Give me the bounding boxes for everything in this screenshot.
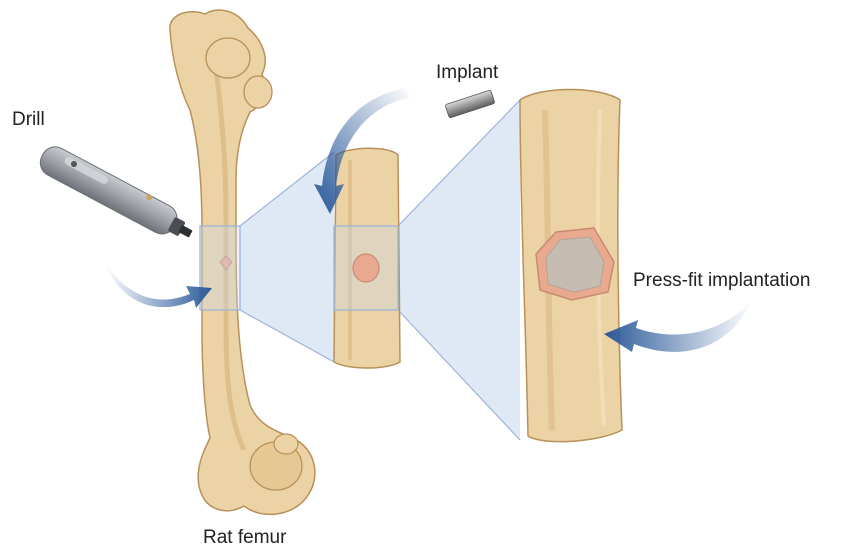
rat-femur-label: Rat femur (203, 528, 286, 547)
drill-label: Drill (12, 110, 45, 129)
drilled-hole (353, 254, 379, 282)
implant-rod-icon (445, 90, 495, 118)
bone-segment-middle (334, 148, 400, 368)
press-fit-label: Press-fit implantation (633, 271, 810, 290)
femur-highlight-box (200, 226, 240, 310)
implant-label: Implant (436, 63, 498, 82)
drill-curved-arrow-icon (104, 262, 212, 308)
drill-icon (35, 141, 198, 247)
zoom-projection-2 (398, 100, 520, 440)
press-fit-curved-arrow-icon (604, 300, 752, 352)
zoom-projection-1 (240, 152, 334, 362)
bone-segment-large (520, 90, 622, 442)
